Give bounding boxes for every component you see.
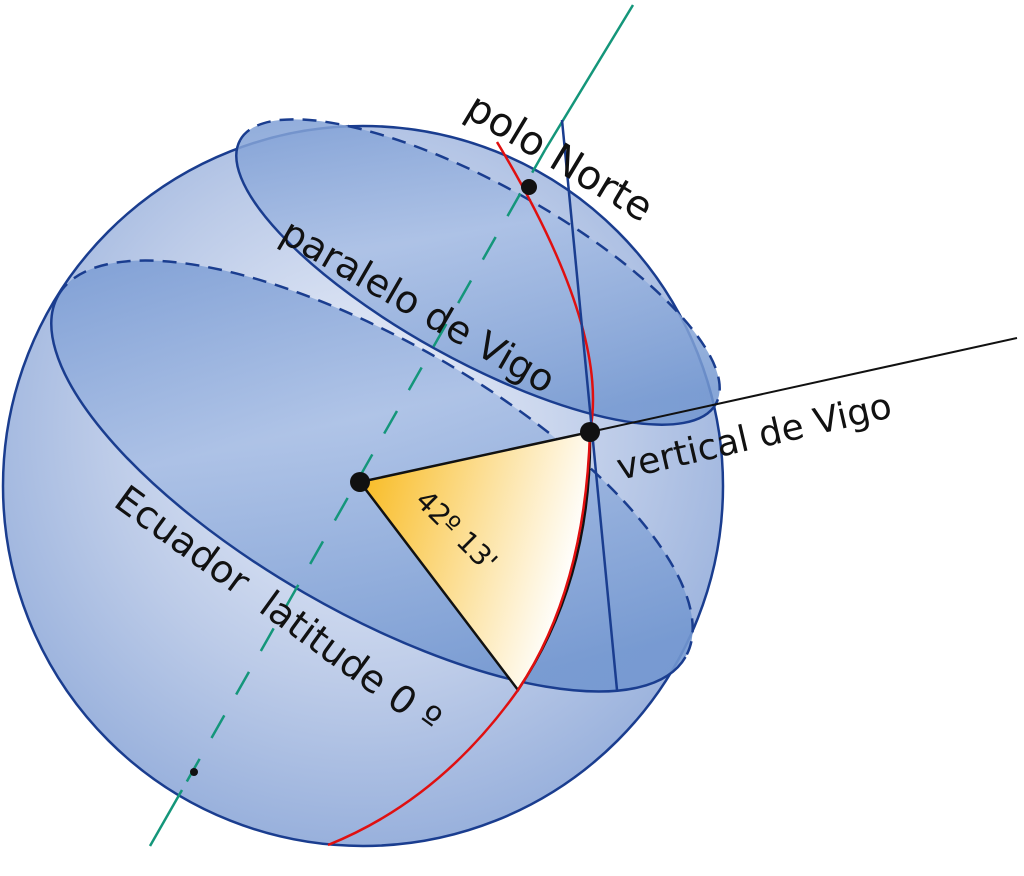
south-pole-point xyxy=(190,768,198,776)
meridian-of-vigo xyxy=(327,141,595,847)
horizon-line xyxy=(560,119,619,691)
earth-axis-inner xyxy=(180,149,547,791)
vertical-of-vigo-line xyxy=(589,337,1018,433)
earth-center-point xyxy=(350,472,370,492)
north-pole-point xyxy=(521,179,537,195)
earth-axis-outer-top xyxy=(543,4,635,151)
vigo-point xyxy=(580,422,600,442)
earth-axis-outer-bottom xyxy=(148,789,184,847)
